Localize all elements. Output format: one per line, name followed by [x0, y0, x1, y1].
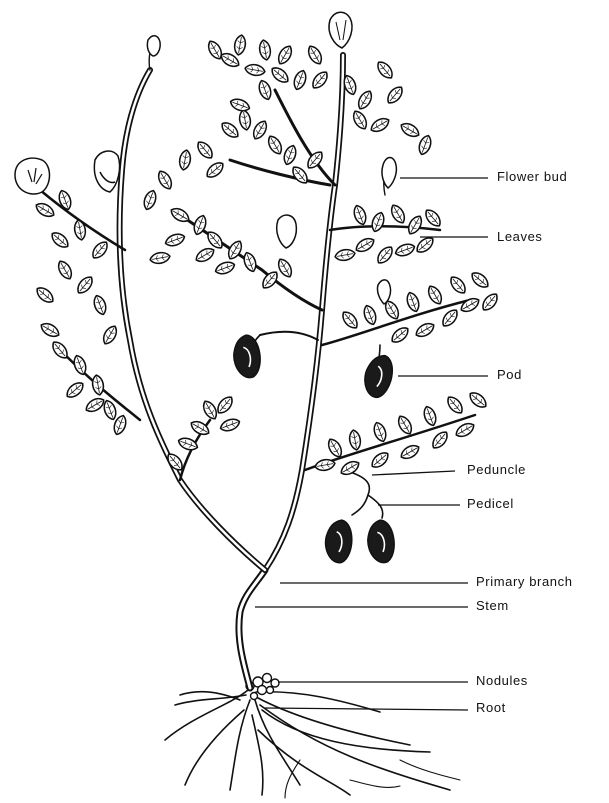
label-nodules: Nodules [476, 673, 528, 688]
label-flower-bud: Flower bud [497, 169, 567, 184]
leaflets [34, 34, 501, 477]
label-pedicel: Pedicel [467, 496, 514, 511]
label-peduncle: Peduncle [467, 462, 526, 477]
leader-lines [255, 178, 488, 710]
label-stem: Stem [476, 598, 509, 613]
label-leaves: Leaves [497, 229, 543, 244]
label-primary-branch: Primary branch [476, 574, 573, 589]
root-system [165, 690, 460, 798]
label-pod: Pod [497, 367, 522, 382]
label-root: Root [476, 700, 506, 715]
